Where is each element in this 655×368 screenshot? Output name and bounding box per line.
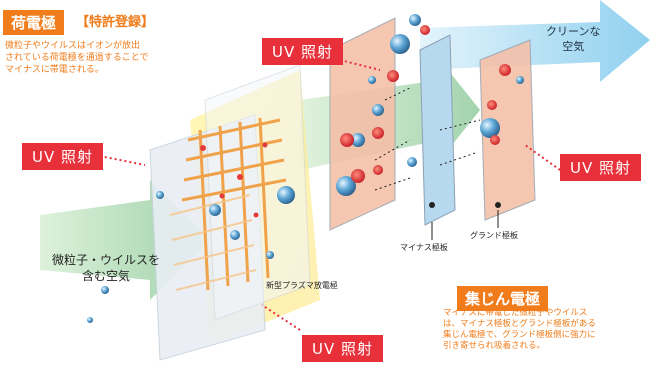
collecting-description: マイナスに帯電した微粒子やウイルス は、マイナス極板とグランド極板がある 集じん… <box>443 308 655 352</box>
charging-description: 微粒子やウイルスはイオンが放出 されている荷電極を通過することで マイナスに帯電… <box>5 40 235 76</box>
clean-air-label: クリーンな 空気 <box>546 24 600 54</box>
charging-desc-line: 微粒子やウイルスはイオンが放出 <box>5 41 141 51</box>
particles <box>87 14 524 323</box>
mid-panel <box>204 64 311 321</box>
collecting-desc-line: は、マイナス極板とグランド極板がある <box>443 319 596 329</box>
plate-ground <box>479 39 536 221</box>
collecting-desc-line: マイナスに帯電した微粒子やウイルス <box>443 308 588 318</box>
clean-air-line: 空気 <box>562 40 585 53</box>
plasma-electrode-label: 新型プラズマ放電極 <box>266 281 338 290</box>
collecting-desc-line: 引き寄せられ吸着される。 <box>443 341 546 351</box>
input-air-line: 微粒子・ウイルスを <box>52 253 161 267</box>
clean-air-arrow <box>420 0 650 82</box>
charging-electrode-title: 荷電極 <box>3 10 65 35</box>
plate-minus <box>419 34 456 226</box>
charging-desc-line: されている荷電極を通過することで <box>5 53 149 63</box>
input-air-label: 微粒子・ウイルスを 含む空気 <box>52 252 160 284</box>
minus-plate-label: マイナス極板 <box>400 243 448 252</box>
uv-label-left: UV 照射 <box>22 143 104 170</box>
charged-particles <box>340 25 511 183</box>
uv-label-bottom: UV 照射 <box>302 335 384 362</box>
uv-label-right: UV 照射 <box>560 154 642 181</box>
collecting-electrode-title: 集じん電極 <box>457 286 549 311</box>
patent-badge: 【特許登録】 <box>76 15 155 30</box>
ground-plate-label: グランド極板 <box>470 231 518 240</box>
clean-air-line: クリーンな <box>546 25 601 38</box>
charging-desc-line: マイナスに帯電される。 <box>5 65 104 75</box>
uv-label-top: UV 照射 <box>262 38 344 65</box>
input-air-line: 含む空気 <box>82 269 131 283</box>
collecting-desc-line: 集じん電極で、グランド極板側に強力に <box>443 330 596 340</box>
